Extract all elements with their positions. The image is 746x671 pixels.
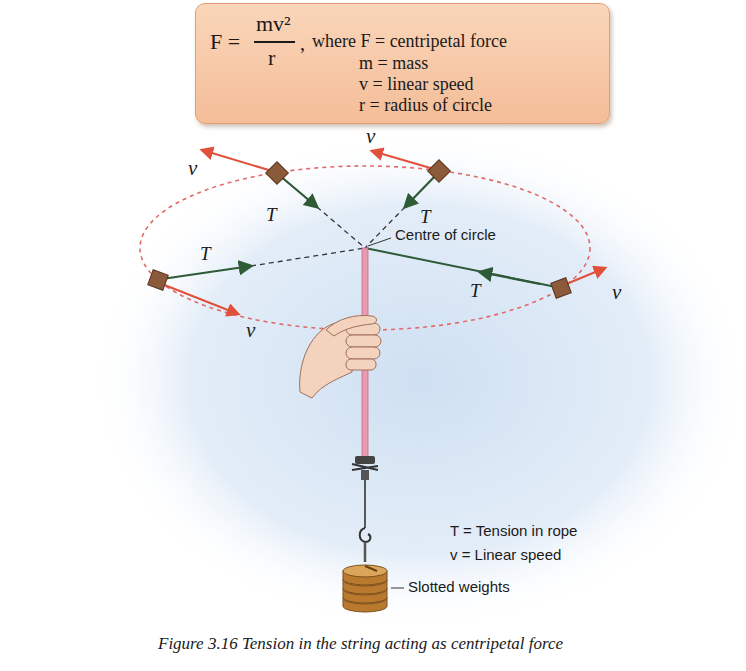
tension-arrow <box>162 174 540 284</box>
part-label: Slotted weights <box>408 578 510 595</box>
hanger <box>364 542 367 562</box>
formula-text: F = <box>210 30 240 54</box>
string <box>364 480 366 528</box>
hook <box>360 528 371 542</box>
tension-line <box>365 248 561 288</box>
leader-line <box>391 588 404 589</box>
velocity-label: v <box>612 280 621 304</box>
tension-label: T <box>266 204 277 226</box>
formula-text: , <box>300 32 305 54</box>
tension-label: T <box>200 243 211 265</box>
formula-text: v = linear speed <box>359 75 474 95</box>
tension-label: T <box>470 280 481 302</box>
tension-label: T <box>420 206 431 228</box>
clip <box>352 456 378 480</box>
figure-caption: Figure 3.16 Tension in the string acting… <box>158 634 563 654</box>
centre-label: Centre of circle <box>395 226 496 243</box>
hand <box>300 316 381 398</box>
mass <box>148 160 572 299</box>
formula-text: r = radius of circle <box>359 96 492 116</box>
velocity-label: v <box>246 318 255 342</box>
velocity-label: v <box>188 156 197 180</box>
formula-text: where F = centripetal force <box>312 32 507 52</box>
formula-text: r <box>268 46 275 70</box>
formula-box: F = mv² r, where F = centripetal forcem = m… <box>195 3 610 124</box>
velocity-arrow <box>162 150 605 314</box>
formula-text: m = mass <box>359 54 428 74</box>
fraction-bar <box>254 41 295 43</box>
key-text: T = Tension in rope <box>450 522 577 539</box>
formula-text: mv² <box>256 12 291 36</box>
slotted-weights <box>343 565 387 612</box>
leader-line <box>368 238 391 246</box>
velocity-label: v <box>366 124 375 148</box>
key-text: v = Linear speed <box>450 546 561 563</box>
background-glow <box>90 130 746 630</box>
